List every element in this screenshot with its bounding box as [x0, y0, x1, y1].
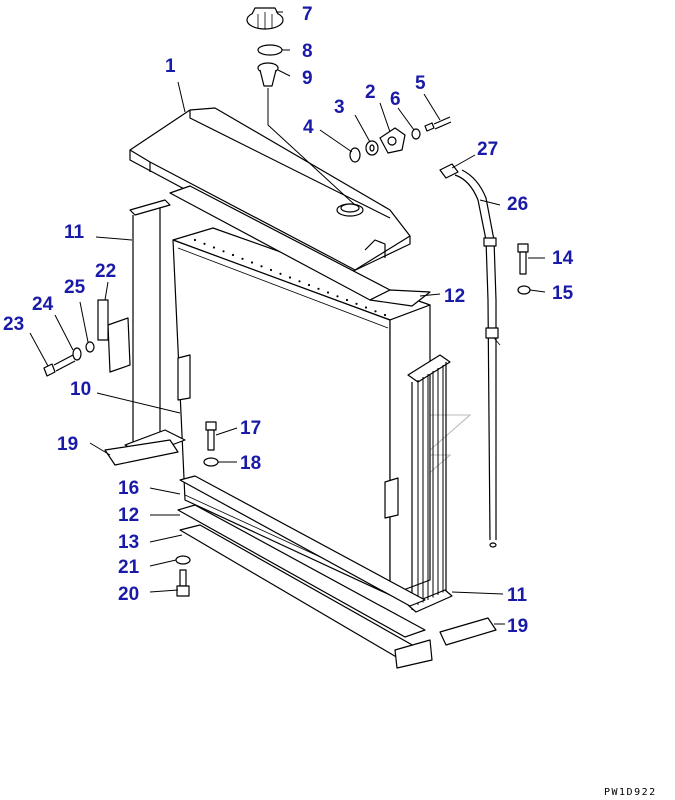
filler-neck: [257, 62, 279, 87]
bolt-hole: [307, 283, 311, 287]
callout-27: 27: [477, 139, 498, 160]
callout-22: 22: [95, 261, 116, 282]
callout-9: 9: [302, 68, 313, 89]
callouts: 1 2 3 4 5 6 7 8 9 10 11 11 12 12 13 14 1…: [3, 4, 574, 637]
drawing-code: PW1D922: [604, 787, 657, 798]
bolt-hole: [288, 276, 292, 279]
callout-6: 6: [390, 89, 401, 110]
callout-15: 15: [552, 283, 574, 304]
callout-10: 10: [70, 379, 91, 400]
bolt-hole: [231, 253, 235, 257]
bolt-14: [517, 243, 529, 275]
callout-18: 18: [240, 453, 261, 474]
bottom-strip-13: [179, 524, 433, 669]
callout-3: 3: [334, 97, 345, 118]
callout-20: 20: [118, 584, 139, 605]
callout-7: 7: [302, 4, 313, 25]
bolt-hole: [250, 261, 254, 264]
callout-12-lower: 12: [118, 505, 139, 526]
bolt-5: [424, 116, 452, 132]
callout-17: 17: [240, 418, 261, 439]
bolt-hole: [279, 272, 282, 275]
callout-11-right: 11: [507, 585, 528, 606]
washer-21: [175, 555, 191, 565]
bolt-hole: [374, 310, 377, 313]
washer-6: [411, 128, 421, 140]
callout-21: 21: [118, 557, 140, 578]
callout-11-left: 11: [64, 222, 85, 243]
callout-5: 5: [415, 73, 426, 94]
elbow-fitting: [379, 127, 406, 154]
bolt-hole: [345, 298, 349, 302]
right-side-bracket: [407, 354, 453, 613]
rubber-mount-right: [439, 617, 497, 646]
callout-19-right: 19: [507, 616, 528, 637]
bottom-strip-12: [177, 504, 426, 638]
bolt-hole: [222, 250, 225, 253]
radiator-cap: [246, 7, 284, 30]
bolt-hole: [298, 280, 301, 283]
washer-25: [85, 341, 95, 353]
washer-18: [203, 457, 219, 467]
washer-3: [365, 140, 379, 156]
left-side-bracket: [124, 199, 186, 456]
bolt-hole: [269, 268, 273, 272]
callout-1: 1: [165, 56, 176, 77]
callout-8: 8: [302, 41, 313, 62]
bolt-hole: [355, 302, 358, 305]
callout-13: 13: [118, 532, 139, 553]
right-bracket-fins: [417, 365, 444, 605]
bolt-20: [176, 569, 190, 597]
bolt-hole: [203, 242, 206, 245]
callout-12-upper: 12: [444, 286, 465, 307]
washer-15: [517, 285, 531, 295]
rubber-mount-left: [104, 439, 179, 466]
callout-25: 25: [64, 277, 86, 298]
bolt-17: [205, 421, 217, 451]
callout-2: 2: [365, 82, 376, 103]
bolt-hole: [383, 313, 387, 317]
callout-23: 23: [3, 314, 24, 335]
cap-seal: [257, 44, 283, 56]
bottom-strip-16: [179, 475, 426, 607]
callout-4: 4: [303, 117, 314, 138]
bolt-23: [43, 354, 76, 377]
side-plate: [97, 299, 131, 373]
callout-24: 24: [32, 294, 54, 315]
bolt-hole: [364, 306, 368, 309]
bolt-hole: [260, 265, 263, 268]
overflow-tube: [454, 169, 501, 548]
bolt-hole: [193, 238, 197, 242]
bolt-hole: [241, 257, 244, 260]
bolt-hole: [317, 287, 320, 290]
leader-lines: [29, 11, 546, 625]
core-bracket-right: [384, 477, 399, 519]
bolt-hole: [212, 246, 216, 249]
callout-19-left: 19: [57, 434, 78, 455]
core-bracket-left: [177, 354, 191, 401]
callout-14: 14: [552, 248, 574, 269]
top-seal-strip: [169, 185, 431, 307]
bolt-hole: [336, 295, 339, 298]
plug: [349, 147, 361, 163]
washer-24: [72, 347, 82, 361]
callout-26: 26: [507, 194, 528, 215]
bolt-hole: [326, 291, 330, 294]
callout-16: 16: [118, 478, 139, 499]
